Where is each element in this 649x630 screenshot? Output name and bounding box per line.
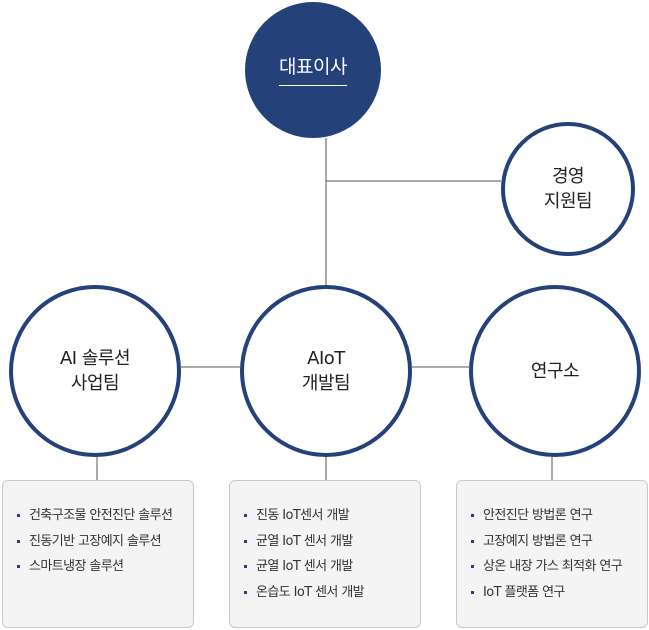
aiot-team-label-line2: 개발팀 — [301, 373, 351, 394]
management-support-team-node: 경영 지원팀 — [501, 122, 635, 256]
task-item: 고장예지 방법론 연구 — [469, 529, 637, 555]
task-item: 진동 IoT센서 개발 — [242, 503, 410, 529]
task-item: 안전진단 방법론 연구 — [469, 503, 637, 529]
research-lab-node: 연구소 — [469, 285, 641, 457]
ai-team-label-line2: 사업팀 — [70, 373, 120, 394]
task-item: 균열 IoT 센서 개발 — [242, 554, 410, 580]
ai-team-task-list: 건축구조물 안전진단 솔루션 진동기반 고장예지 솔루션 스마트냉장 솔루션 — [15, 503, 183, 580]
lab-task-box: 안전진단 방법론 연구 고장예지 방법론 연구 상온 내장 가스 최적화 연구 … — [456, 480, 648, 628]
lab-task-list: 안전진단 방법론 연구 고장예지 방법론 연구 상온 내장 가스 최적화 연구 … — [469, 503, 637, 605]
aiot-dev-team-node: AIoT 개발팀 — [240, 285, 412, 457]
task-item: 온습도 IoT 센서 개발 — [242, 580, 410, 606]
aiot-team-task-list: 진동 IoT센서 개발 균열 IoT 센서 개발 균열 IoT 센서 개발 온습… — [242, 503, 410, 605]
task-item: IoT 플랫폼 연구 — [469, 580, 637, 606]
task-item: 건축구조물 안전진단 솔루션 — [15, 503, 183, 529]
lab-label-line1: 연구소 — [530, 360, 580, 382]
ceo-label: 대표이사 — [279, 55, 347, 86]
aiot-team-task-box: 진동 IoT센서 개발 균열 IoT 센서 개발 균열 IoT 센서 개발 온습… — [229, 480, 421, 628]
aiot-team-label-line1: AIoT — [307, 348, 345, 369]
task-item: 스마트냉장 솔루션 — [15, 554, 183, 580]
management-label-line2: 지원팀 — [543, 191, 593, 212]
task-item: 균열 IoT 센서 개발 — [242, 529, 410, 555]
ai-team-task-box: 건축구조물 안전진단 솔루션 진동기반 고장예지 솔루션 스마트냉장 솔루션 — [2, 480, 194, 628]
management-label-line1: 경영 — [551, 166, 585, 187]
ai-solution-team-node: AI 솔루션 사업팀 — [9, 285, 181, 457]
ai-team-label-line1: AI 솔루션 — [59, 348, 131, 369]
ceo-node: 대표이사 — [245, 2, 381, 138]
task-item: 상온 내장 가스 최적화 연구 — [469, 554, 637, 580]
task-item: 진동기반 고장예지 솔루션 — [15, 529, 183, 555]
